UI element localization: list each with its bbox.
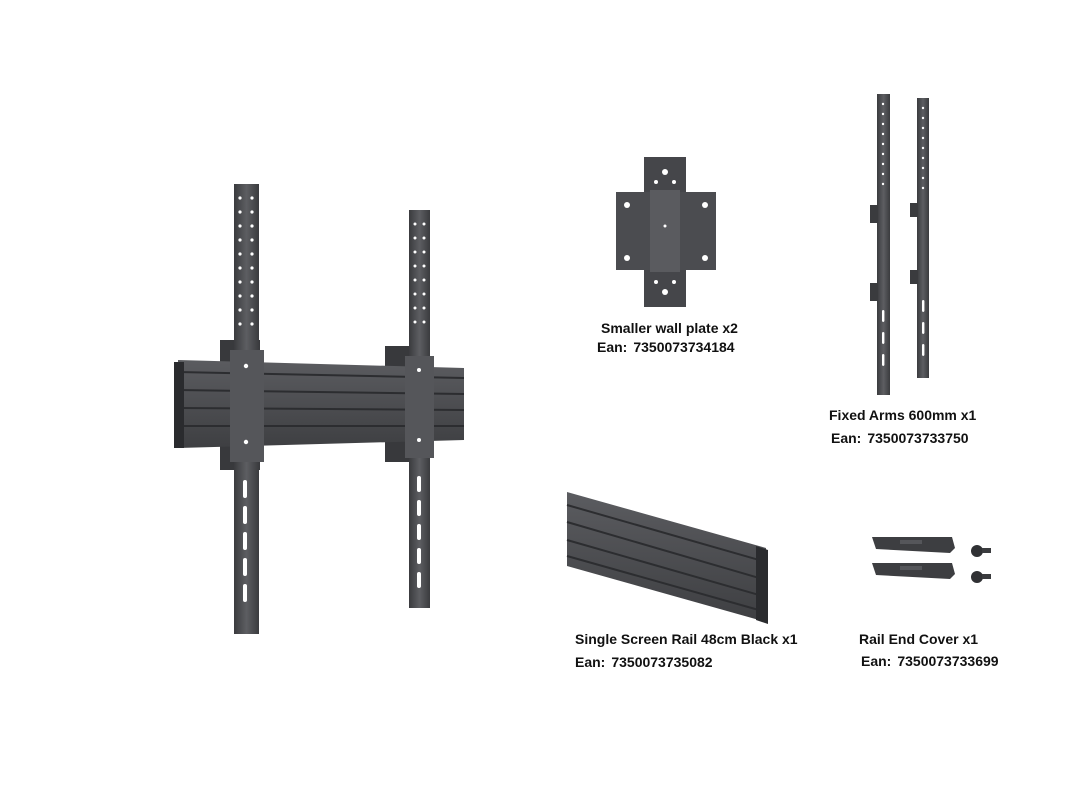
screen-rail-ean: Ean: 7350073735082 <box>575 655 713 669</box>
rail-end-cover-image <box>872 537 991 583</box>
screen-rail-image <box>566 492 768 624</box>
wall-plate-image <box>616 157 716 307</box>
screen-rail-ean-label: Ean: <box>575 654 606 670</box>
rail-end-cover-ean-label: Ean: <box>861 653 892 669</box>
wall-plate-ean-label: Ean: <box>597 339 628 355</box>
rail-end-cover-name: Rail End Cover x1 <box>859 631 979 647</box>
fixed-arms-ean: Ean: 7350073733750 <box>831 431 969 445</box>
fixed-arms-ean-code: 7350073733750 <box>867 430 969 446</box>
wall-plate-ean-code: 7350073734184 <box>633 339 735 355</box>
screen-rail-ean-code: 7350073735082 <box>611 654 713 670</box>
screen-rail-name: Single Screen Rail 48cm Black x1 <box>575 631 798 647</box>
assembled-mount-image <box>174 184 465 634</box>
wall-plate-name: Smaller wall plate x2 <box>601 320 738 336</box>
fixed-arms-name: Fixed Arms 600mm x1 <box>829 407 977 423</box>
rail-end-cover-ean: Ean: 7350073733699 <box>861 654 999 668</box>
wall-plate-ean: Ean: 7350073734184 <box>597 340 735 354</box>
fixed-arms-ean-label: Ean: <box>831 430 862 446</box>
fixed-arms-image <box>870 94 929 395</box>
rail-end-cover-ean-code: 7350073733699 <box>897 653 999 669</box>
